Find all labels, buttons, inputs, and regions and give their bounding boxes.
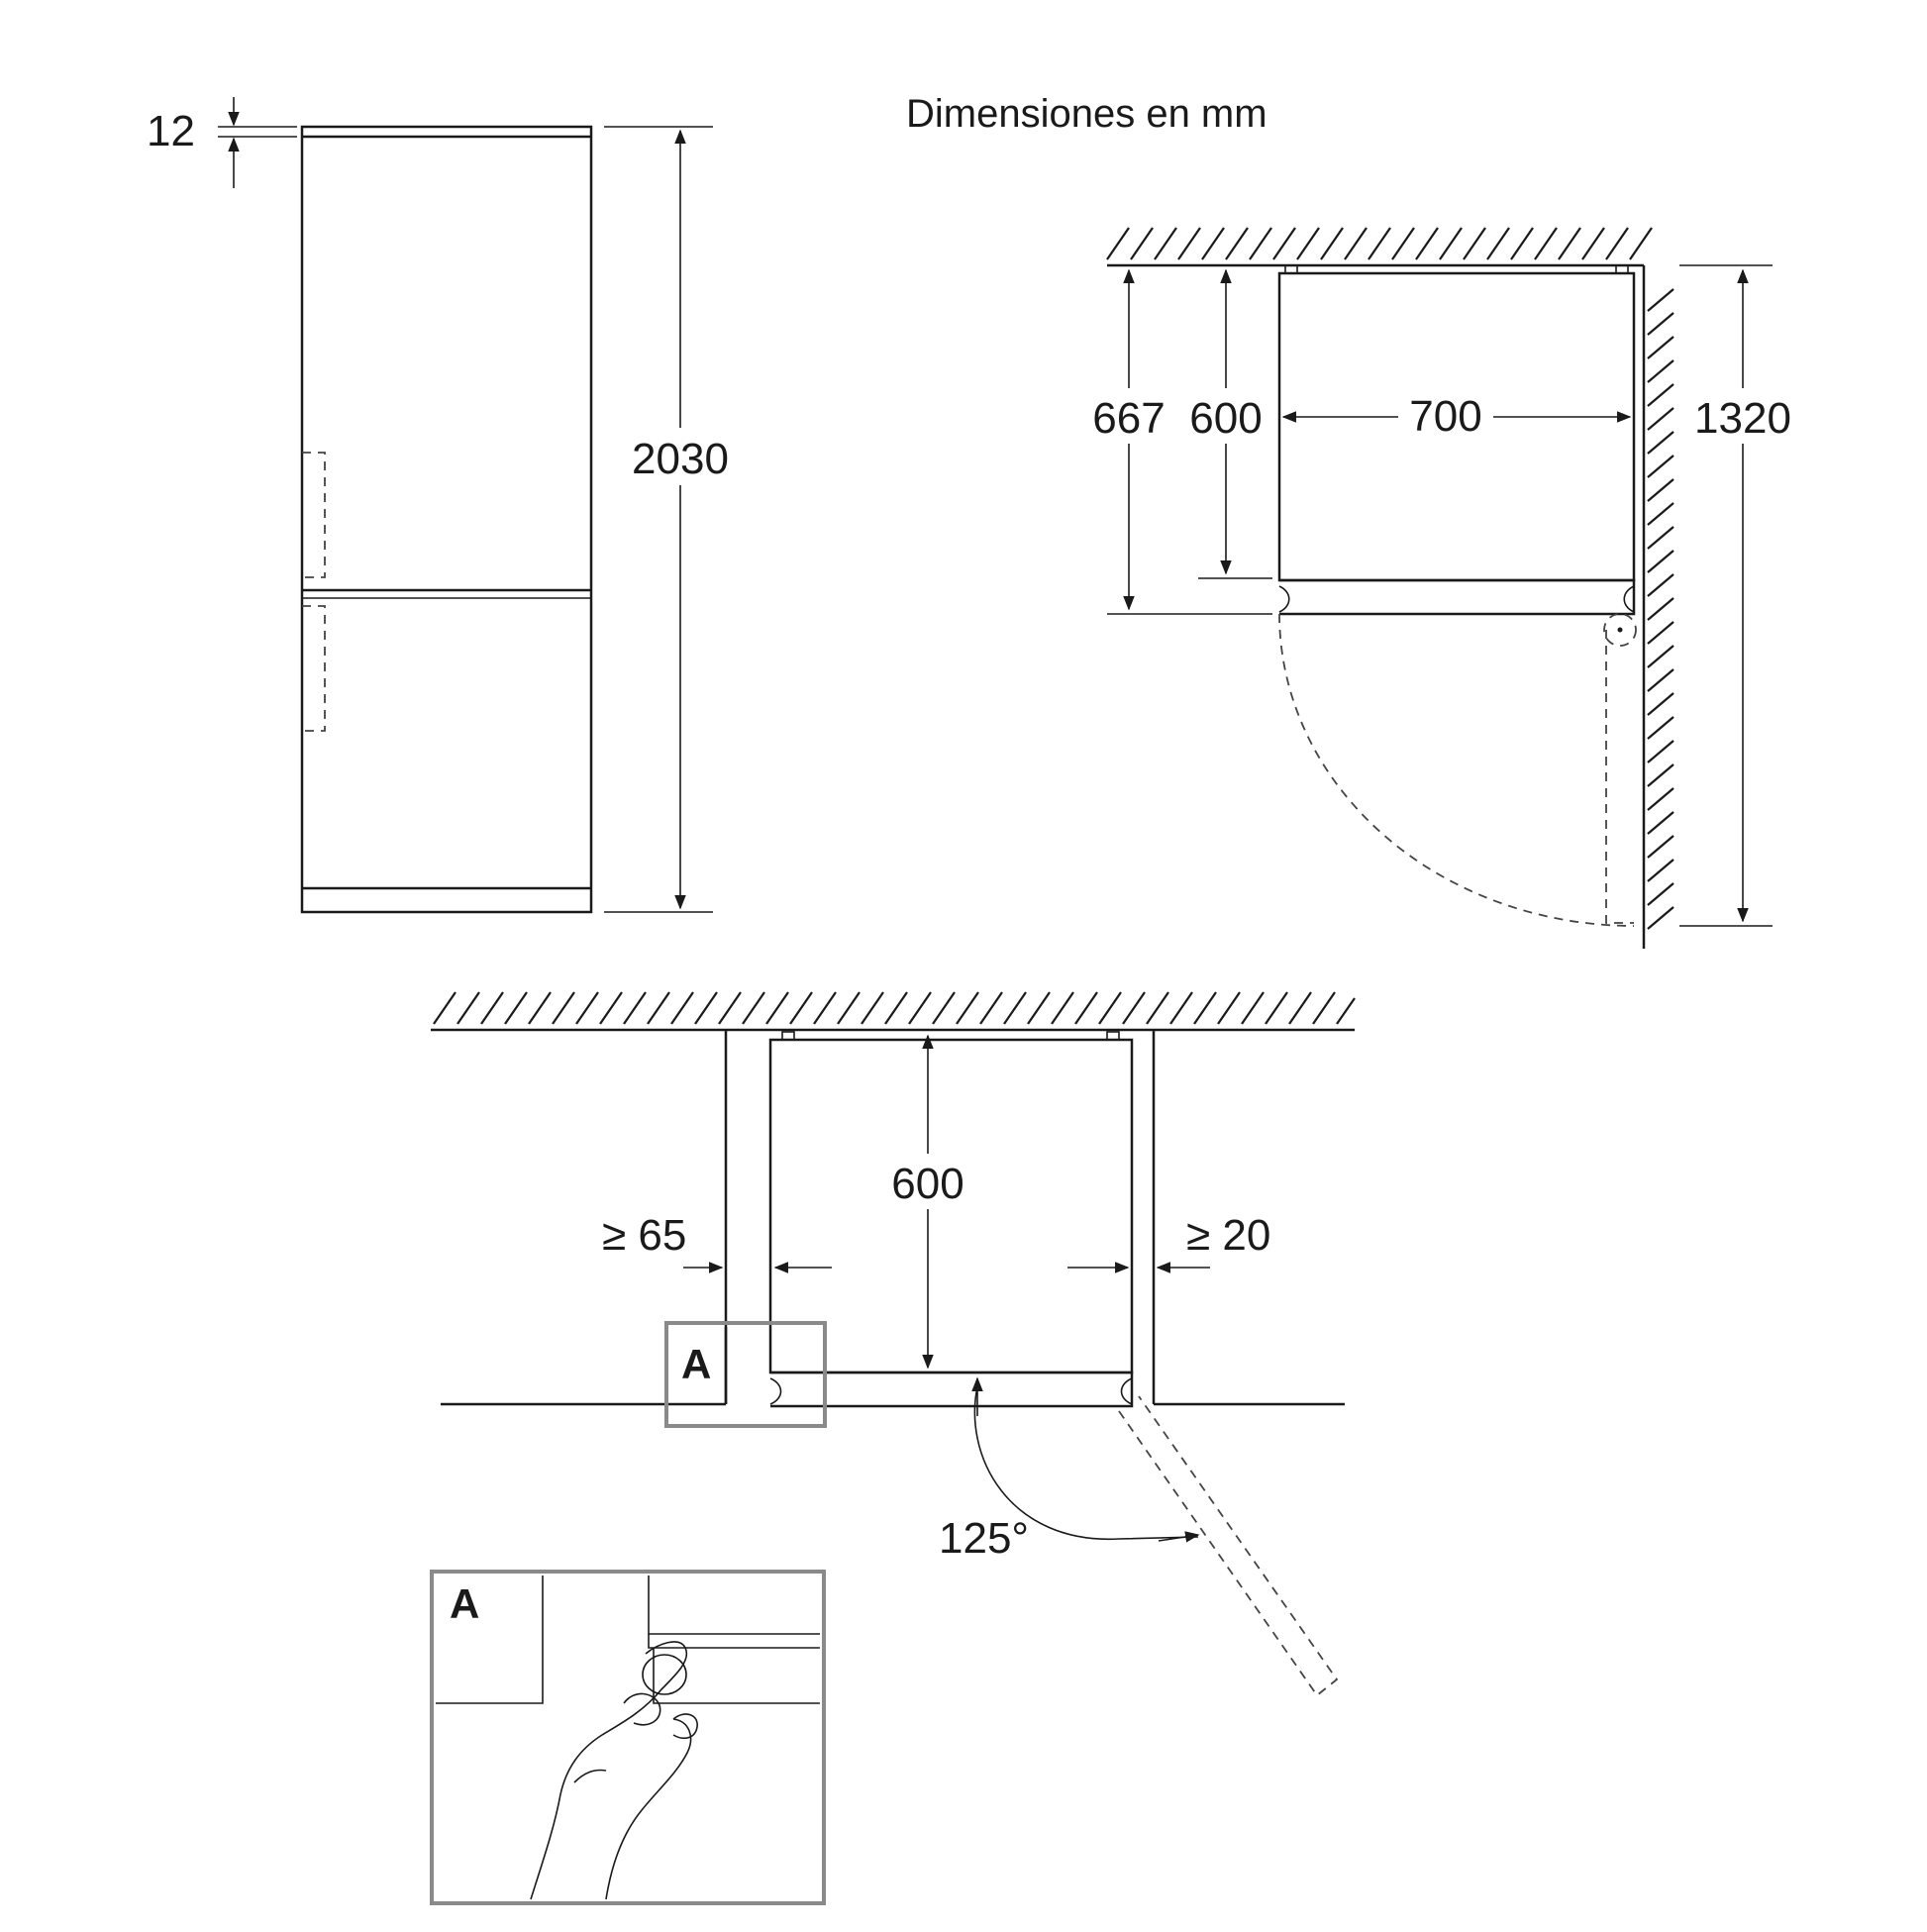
detail-marker-box (664, 1321, 827, 1428)
spacer-left (1284, 264, 1298, 274)
gap-right-label: ≥ 20 (1186, 1211, 1270, 1260)
depth-body-label: 600 (1189, 394, 1262, 443)
niche-depth-label: 600 (891, 1160, 964, 1208)
detail-fridge-corner (648, 1576, 820, 1635)
hinge-circle (1603, 613, 1637, 647)
top-gap-label: 12 (147, 107, 195, 155)
detail-view: A (430, 1570, 826, 1905)
back-wall-hatching (1106, 227, 1653, 260)
width-label-bg (1398, 390, 1493, 444)
depth-667-label-bg (1087, 388, 1170, 444)
niche-view: 600 ≥ 65 ≥ 20 125° A (431, 991, 1356, 1697)
niche-depth-label-bg (881, 1154, 976, 1209)
gap-left-label: ≥ 65 (602, 1211, 686, 1260)
upper-handle-dashed (302, 452, 326, 578)
niche-door (770, 1371, 1134, 1408)
front-view: 12 2030 (147, 97, 737, 914)
width-label: 700 (1409, 392, 1481, 441)
spacer-right (1615, 264, 1629, 274)
hand-outline-lower (605, 1718, 692, 1900)
hand-finger (623, 1692, 661, 1726)
lower-handle-dashed (302, 605, 326, 732)
units-note: Dimensiones en mm (906, 92, 1268, 136)
detail-cabinet-corner (436, 1576, 544, 1704)
angle-arc (973, 1381, 1199, 1540)
open-door-dashed (1605, 630, 1634, 924)
detail-frame (430, 1570, 826, 1905)
niche-spacer-right (1106, 1031, 1120, 1041)
door-swing-arc (1278, 613, 1635, 927)
niche-door-handle-right (1120, 1377, 1133, 1405)
detail-door-edge (648, 1634, 820, 1649)
hinge-pivot (1617, 627, 1623, 633)
niche-open-door-dashed (1118, 1395, 1339, 1697)
niche-spacer-left (781, 1031, 795, 1041)
fridge-front-outline (300, 125, 593, 914)
niche-door-handle-left (769, 1377, 782, 1405)
door-topview (1279, 578, 1636, 616)
door-handle-left (1278, 585, 1290, 613)
hand-crease (573, 1769, 607, 1783)
top-view: 667 600 700 1320 (1087, 227, 1791, 949)
side-wall-hatching (1647, 288, 1674, 930)
angle-label: 125° (939, 1514, 1029, 1563)
detail-marker-label: A (681, 1341, 711, 1387)
hand-outline-upper (530, 1641, 688, 1900)
niche-wall-hatching (433, 991, 1356, 1025)
height-label: 2030 (632, 435, 729, 483)
hand-thumb (642, 1654, 687, 1695)
height-label-bg (624, 428, 737, 485)
depth-600-label-bg (1184, 388, 1268, 444)
door-handle-right (1623, 585, 1635, 613)
detail-door-lower-edge (653, 1648, 820, 1704)
depth-with-door-label: 667 (1092, 394, 1165, 443)
open-depth-label-bg (1691, 388, 1790, 444)
hand-fingertip (672, 1713, 698, 1740)
detail-view-label: A (450, 1580, 479, 1627)
angle-arrow-right (1158, 1531, 1200, 1543)
open-depth-label: 1320 (1694, 394, 1791, 443)
